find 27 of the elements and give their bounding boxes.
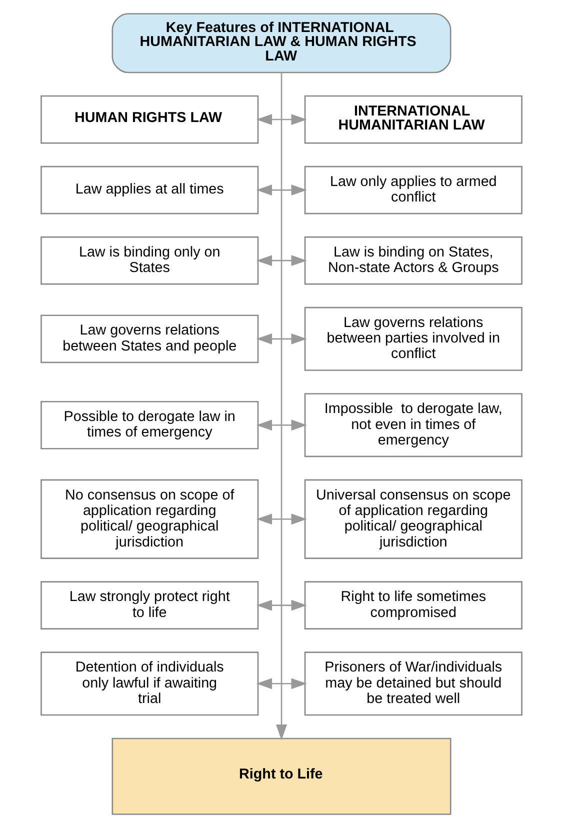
node-box: Law strongly protect right to life <box>40 581 259 630</box>
arrow <box>256 420 307 431</box>
node-box: Law only applies to armed conflict <box>304 166 522 214</box>
arrow <box>256 255 307 266</box>
node-box: Law is binding only on States <box>40 236 259 285</box>
node-box: HUMAN RIGHTS LAW <box>40 95 259 144</box>
arrow <box>276 72 287 740</box>
node-box: Detention of individuals only lawful if awaiting trial <box>40 652 259 716</box>
node-box: Law is binding on States, Non-state Actors & Groups <box>304 236 522 285</box>
arrow <box>256 678 307 690</box>
node-box: Key Features of INTERNATIONAL HUMANITARIAN LAW & HUMAN RIGHTS LAW <box>112 13 452 74</box>
node-box: Right to life sometimes compromised <box>304 581 522 630</box>
arrow <box>256 333 307 344</box>
node-box: INTERNATIONAL HUMANITARIAN LAW <box>304 95 522 144</box>
arrow <box>256 514 307 525</box>
node-box: Law governs relations between parties involved in conflict <box>304 306 522 371</box>
node-box: Law applies at all times <box>40 166 259 214</box>
node-box: Right to Life <box>112 738 452 815</box>
node-box: No consensus on scope of application regarding political/ geographical jurisdiction <box>40 479 259 559</box>
arrow <box>256 600 307 611</box>
arrow <box>256 184 307 196</box>
node-box: Universal consensus on scope of application regarding political/ geographical jurisdiction <box>304 479 522 559</box>
node-box: Law governs relations between States and people <box>40 314 259 364</box>
node-box: Impossible to derogate law, not even in times of emergency <box>304 393 522 458</box>
node-box: Possible to derogate law in times of emergency <box>40 400 259 450</box>
arrow <box>256 114 307 126</box>
node-box: Prisoners of War/individuals may be detained but should be treated well <box>304 652 522 716</box>
